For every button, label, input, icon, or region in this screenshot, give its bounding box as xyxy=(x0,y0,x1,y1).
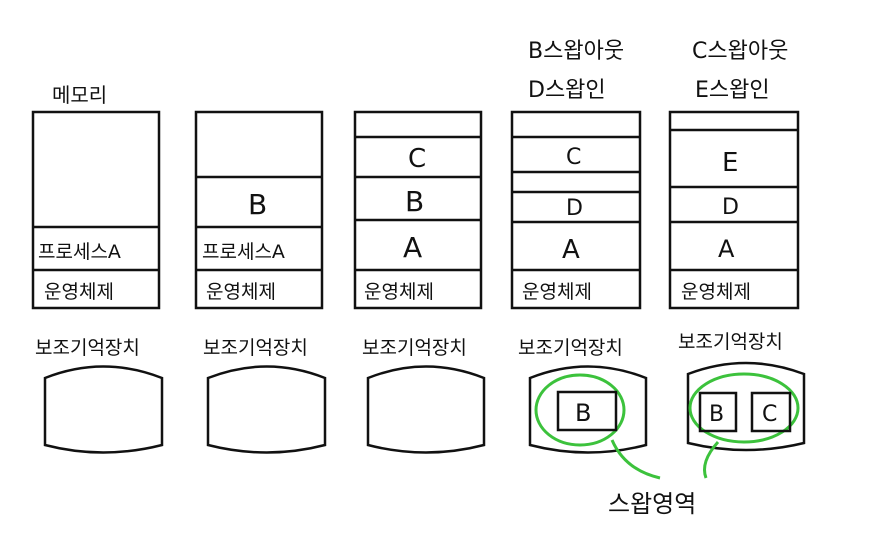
storage-drum xyxy=(686,361,806,452)
os-label: 운영체제 xyxy=(206,281,276,303)
os-label: 운영체제 xyxy=(364,281,434,303)
swap-header-line-1: C스왑아웃 xyxy=(692,39,788,64)
memory-title: 메모리 xyxy=(52,83,107,107)
segment-label: 프로세스A xyxy=(202,241,285,263)
storage-label: 보조기억장치 xyxy=(678,331,783,353)
swap-area-highlight xyxy=(534,373,626,447)
column-5: C스왑아웃 E스왑인 E D A 운영체제 보조기억장치 B C xyxy=(668,39,806,452)
swapped-process-label: B xyxy=(575,399,591,427)
callout-line-left xyxy=(610,439,661,480)
column-2: B 프로세스A 운영체제 보조기억장치 xyxy=(194,110,327,454)
storage-label: 보조기억장치 xyxy=(362,337,467,359)
swapped-process-box xyxy=(556,390,618,432)
segment-label: 프로세스A xyxy=(38,241,121,263)
memory-block xyxy=(31,110,161,310)
storage-drum xyxy=(206,365,327,454)
swapped-process-label: C xyxy=(762,402,777,427)
swap-area-label: 스왑영역 xyxy=(608,490,696,518)
storage-label: 보조기억장치 xyxy=(35,337,140,359)
os-label: 운영체제 xyxy=(522,281,592,303)
storage-label: 보조기억장치 xyxy=(518,337,623,359)
column-3: C B A 운영체제 보조기억장치 xyxy=(353,110,486,454)
segment-label: A xyxy=(718,235,735,263)
swapped-process-box xyxy=(750,391,792,433)
os-label: 운영체제 xyxy=(44,281,114,303)
segment-label: E xyxy=(722,148,738,178)
storage-drum xyxy=(366,365,486,454)
memory-block xyxy=(194,110,324,310)
storage-drum xyxy=(528,365,648,454)
swap-header-line-2: E스왑인 xyxy=(695,78,770,103)
segment-label: C xyxy=(566,145,581,170)
column-4: B스왑아웃 D스왑인 C D A 운영체제 보조기억장치 B xyxy=(510,39,648,454)
memory-block xyxy=(668,110,800,310)
storage-label: 보조기억장치 xyxy=(203,337,308,359)
callout-line-right xyxy=(703,440,720,479)
column-1: 프로세스A 운영체제 보조기억장치 xyxy=(31,110,164,454)
segment-label: D xyxy=(722,195,739,220)
swapped-process-label: B xyxy=(709,402,724,427)
segment-label: B xyxy=(248,188,267,221)
swap-header-line-1: B스왑아웃 xyxy=(528,39,624,64)
segment-label: A xyxy=(562,235,580,265)
segment-label: C xyxy=(408,144,426,174)
swap-area-highlight xyxy=(688,372,800,444)
memory-block xyxy=(510,110,642,310)
segment-label: A xyxy=(403,231,422,264)
os-label: 운영체제 xyxy=(681,281,751,303)
storage-drum xyxy=(43,365,164,454)
memory-block xyxy=(353,110,483,310)
swapped-process-box xyxy=(698,391,738,433)
swap-header-line-2: D스왑인 xyxy=(528,78,606,103)
segment-label: D xyxy=(566,196,583,221)
segment-label: B xyxy=(405,185,424,218)
